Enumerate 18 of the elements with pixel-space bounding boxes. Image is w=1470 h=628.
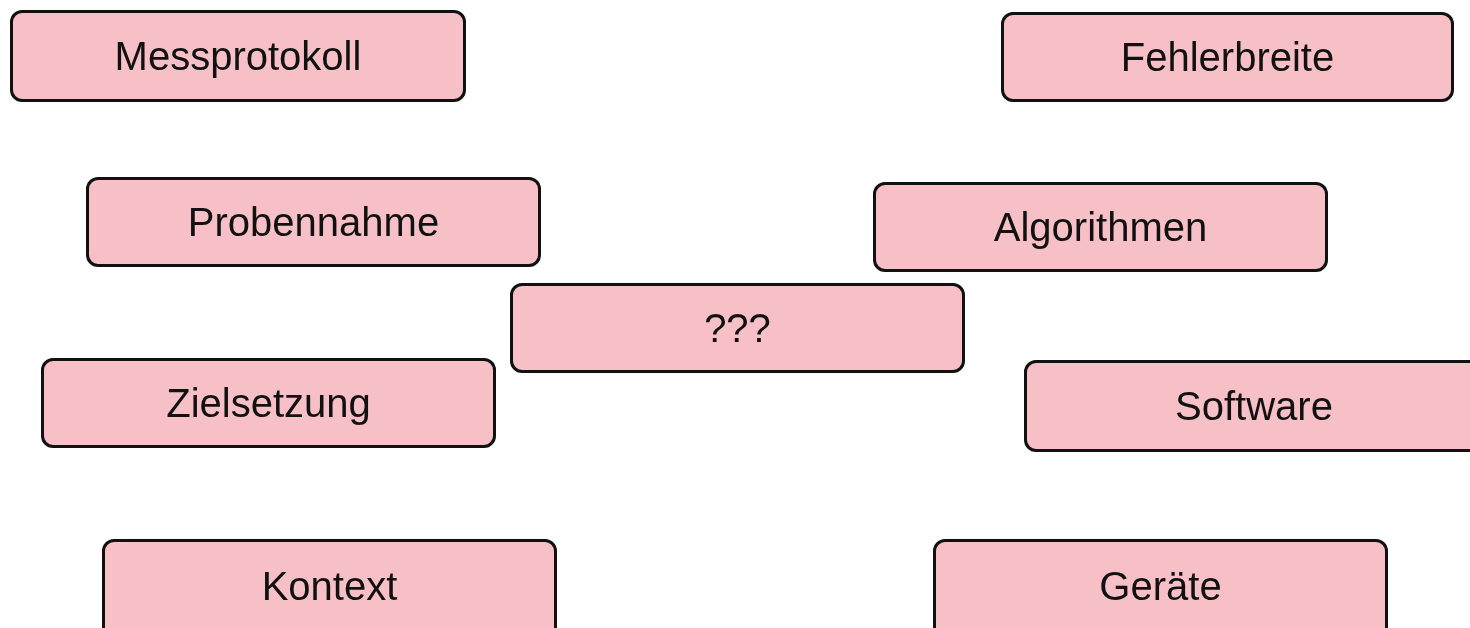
box-label: Geräte	[1099, 564, 1222, 609]
topic-box	[873, 182, 1328, 272]
box-label: Messprotokoll	[114, 33, 362, 79]
topic-box	[510, 283, 965, 373]
box-label: ???	[704, 305, 771, 351]
box-label: Kontext	[261, 564, 398, 609]
topic-box	[1001, 12, 1454, 102]
topic-box	[102, 539, 557, 628]
topic-box	[1024, 360, 1470, 452]
box-label: Software	[1175, 383, 1333, 429]
box-label: Probennahme	[187, 199, 440, 245]
topic-box	[10, 10, 466, 102]
box-label: Fehlerbreite	[1120, 34, 1335, 80]
topic-box	[86, 177, 541, 267]
box-label: Algorithmen	[993, 204, 1208, 250]
topic-box	[41, 358, 496, 448]
box-label: Zielsetzung	[166, 380, 371, 426]
topic-box	[933, 539, 1388, 628]
